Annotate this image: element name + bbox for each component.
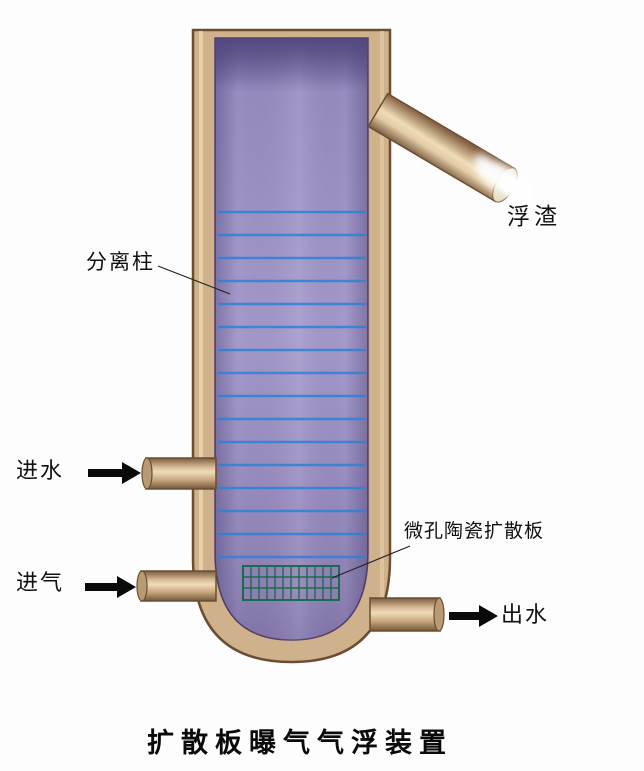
- water-outlet-arrow: [449, 605, 498, 627]
- water-inlet-label: 进水: [16, 458, 65, 483]
- bubble-lines: [218, 210, 366, 559]
- diffusion-plate-label: 微孔陶瓷扩散板: [404, 521, 545, 542]
- scum-label: 浮渣: [507, 204, 561, 229]
- air-inlet-label: 进气: [16, 570, 65, 595]
- diffusion-plate-grid: [242, 565, 340, 601]
- water-inlet-pipe: [141, 457, 217, 490]
- diagram-title: 扩散板曝气气浮装置: [147, 728, 453, 758]
- water-outlet-label: 出水: [501, 602, 550, 627]
- column-fluid: [214, 37, 369, 641]
- air-inlet-pipe: [136, 570, 217, 602]
- separation-column-leader-line: [157, 265, 231, 295]
- scum-spray: [473, 153, 534, 203]
- fluid-surface-shadow: [215, 38, 368, 92]
- water-outlet-pipe: [369, 597, 445, 632]
- separation-column-label: 分离柱: [86, 250, 155, 274]
- diffusion-plate-leader-line: [331, 545, 411, 579]
- flow-arrows: [85, 462, 498, 627]
- water-inlet-arrow: [88, 462, 141, 484]
- air-inlet-arrow: [85, 576, 136, 598]
